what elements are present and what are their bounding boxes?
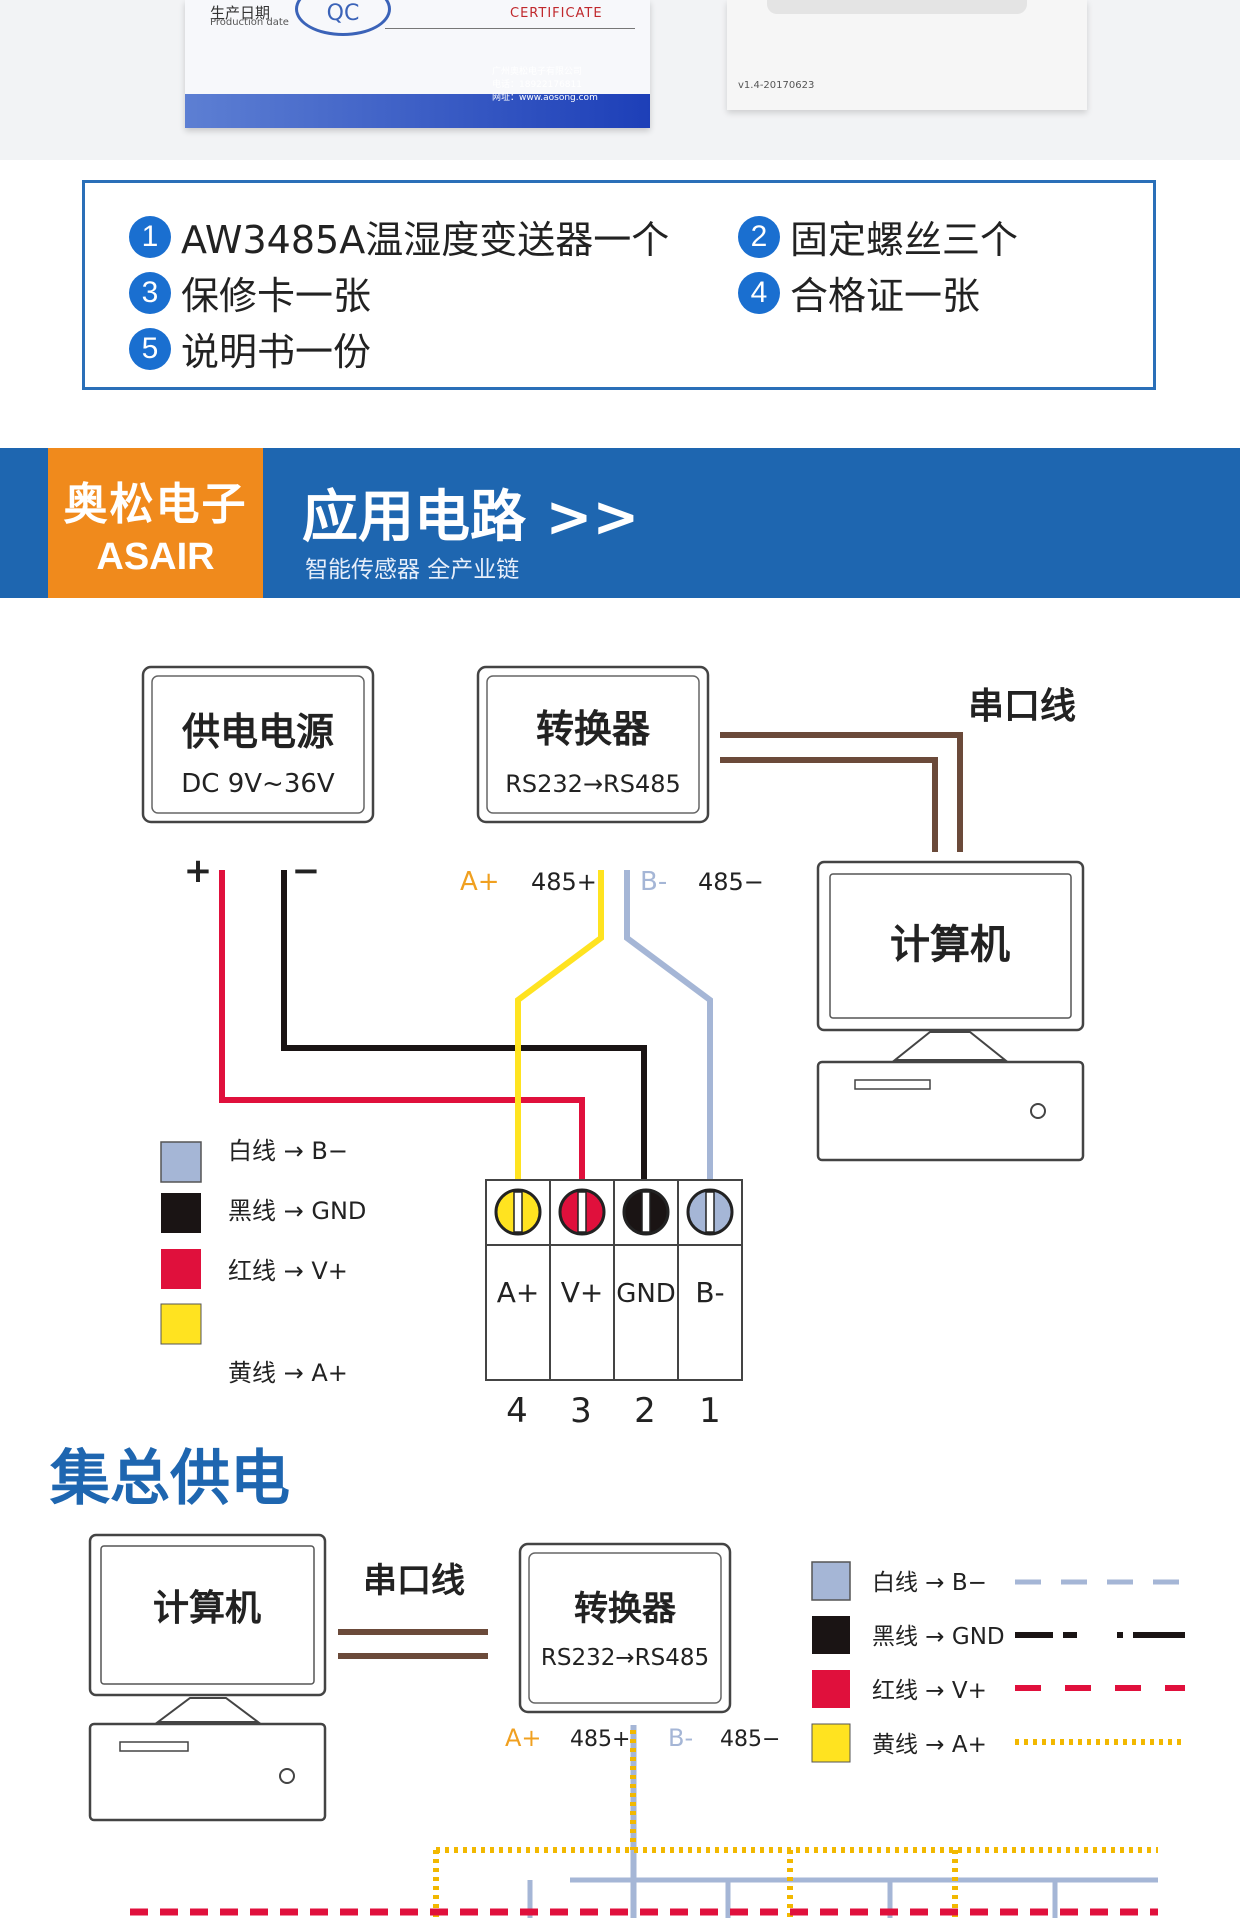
converter-box: 转换器 RS232→RS485 — [518, 1542, 732, 1714]
packing-item-1: 1 AW3485A温湿度变送器一个 — [129, 209, 669, 264]
legend-text: 黄线 → A+ — [872, 1732, 987, 1758]
legend-text: 白线 → B− — [228, 1137, 348, 1165]
b-minus-label: B- — [640, 867, 667, 897]
number-badge: 3 — [129, 271, 171, 314]
b-minus-label: B- — [668, 1724, 693, 1752]
power-supply-title: 供电电源 — [182, 710, 334, 754]
number-badge: 5 — [129, 327, 171, 370]
terminal-number: 4 — [506, 1391, 528, 1430]
manual-booklet: v1.4-20170623 — [727, 0, 1087, 110]
converter-box: 转换器 RS232→RS485 — [476, 665, 710, 824]
packing-item-4: 4 合格证一张 — [738, 265, 980, 320]
terminal-label: B- — [695, 1276, 724, 1309]
terminal-screw-a — [494, 1188, 542, 1236]
packing-list: 1 AW3485A温湿度变送器一个 2 固定螺丝三个 3 保修卡一张 4 合格证… — [82, 180, 1156, 390]
computer: 计算机 — [816, 860, 1085, 1162]
serial-cable-label: 串口线 — [968, 686, 1076, 727]
certificate-label: CERTIFICATE — [510, 6, 603, 21]
legend-swatch-red — [812, 1670, 850, 1708]
brand-name-cn: 奥松电子 — [63, 478, 248, 530]
legend-text: 黑线 → GND — [228, 1197, 366, 1225]
qc-stamp: QC — [295, 0, 391, 36]
port-485-minus-label: 485− — [720, 1727, 780, 1752]
legend-swatch-yellow — [811, 1723, 851, 1763]
a-plus-label: A+ — [505, 1724, 542, 1752]
company-name: 广州奥松电子有限公司 — [492, 67, 583, 77]
date-line — [385, 28, 635, 29]
minus-label: − — [292, 851, 321, 891]
company-phone: 电话：18922176811 — [492, 80, 582, 90]
serial-cable — [338, 1629, 488, 1659]
legend-text: 红线 → V+ — [228, 1257, 348, 1285]
packing-item-3: 3 保修卡一张 — [129, 265, 371, 320]
power-supply-spec: DC 9V~36V — [181, 769, 335, 799]
card-stripe: 广州奥松电子有限公司 电话：18922176811 网址：www.aosong.… — [185, 67, 650, 128]
terminal-number: 1 — [699, 1391, 721, 1430]
wires — [219, 870, 713, 1180]
booklet-shade — [767, 0, 1027, 14]
wire-legend: 白线 → B− 黑线 → GND 红线 → V+ 黄线 → A+ — [160, 1137, 366, 1387]
version-label: v1.4-20170623 — [738, 80, 815, 91]
port-485-minus-label: 485− — [698, 868, 764, 896]
legend-text: 黄线 → A+ — [228, 1359, 348, 1387]
a-plus-label: A+ — [460, 867, 500, 897]
packing-item-text: 固定螺丝三个 — [790, 218, 1019, 262]
packing-item-5: 5 说明书一份 — [129, 321, 371, 376]
legend-text: 红线 → V+ — [872, 1678, 987, 1704]
converter-spec: RS232→RS485 — [505, 770, 681, 798]
computer-label: 计算机 — [890, 922, 1010, 968]
legend-swatch-black — [161, 1193, 201, 1233]
company-info: 广州奥松电子有限公司 电话：18922176811 网址：www.aosong.… — [492, 66, 632, 105]
terminal-block: A+ V+ GND B- — [485, 1179, 743, 1381]
number-badge: 2 — [738, 215, 780, 258]
warranty-card: 生产日期 Production date QC CERTIFICATE 广州奥松… — [185, 0, 650, 128]
plus-label: + — [184, 851, 213, 891]
converter-title: 转换器 — [574, 1589, 677, 1629]
section-title-centralized-power: 集总供电 — [50, 1444, 290, 1514]
wire-legend: 白线 → B− 黑线 → GND 红线 → V+ 黄线 → A+ — [811, 1561, 1185, 1763]
packing-item-text: 合格证一张 — [790, 274, 981, 318]
banner-subtitle: 智能传感器 全产业链 — [305, 557, 520, 583]
power-supply-box: 供电电源 DC 9V~36V — [141, 665, 375, 824]
terminal-label: GND — [616, 1279, 676, 1309]
wiring-diagram: 供电电源 DC 9V~36V + − 转换器 RS232→RS485 A+ 48… — [141, 665, 1085, 1430]
number-badge: 4 — [738, 271, 780, 314]
terminal-label: V+ — [561, 1276, 604, 1309]
legend-swatch-white — [811, 1561, 851, 1601]
terminal-screw-gnd — [622, 1188, 670, 1236]
legend-text: 白线 → B− — [872, 1570, 987, 1596]
legend-swatch-yellow — [160, 1303, 202, 1345]
computer: 计算机 — [88, 1533, 327, 1822]
legend-swatch-white — [160, 1141, 202, 1183]
brand-name-en: ASAIR — [96, 535, 215, 578]
product-photo: 生产日期 Production date QC CERTIFICATE 广州奥松… — [0, 0, 1240, 160]
legend-swatch-black — [812, 1616, 850, 1654]
banner-title: 应用电路 >> — [302, 485, 640, 550]
company-website: 网址：www.aosong.com — [492, 93, 598, 103]
packing-item-2: 2 固定螺丝三个 — [738, 209, 1018, 264]
port-485-plus-label: 485+ — [570, 1727, 630, 1752]
terminal-screw-b — [686, 1188, 734, 1236]
production-date-en: Production date — [210, 17, 289, 28]
brand-logo: 奥松电子 ASAIR — [48, 448, 263, 598]
packing-item-text: 说明书一份 — [181, 330, 372, 374]
production-date-label: 生产日期 — [210, 4, 271, 22]
legend-text: 黑线 → GND — [872, 1624, 1005, 1650]
terminal-number: 3 — [570, 1391, 592, 1430]
centralized-wiring-diagram: 计算机 串口线 转换器 RS232→RS485 A+ 485+ B- 485− — [88, 1533, 1185, 1918]
packing-item-text: AW3485A温湿度变送器一个 — [181, 218, 670, 262]
number-badge: 1 — [129, 215, 171, 258]
converter-spec: RS232→RS485 — [541, 1645, 709, 1671]
terminal-label: A+ — [497, 1276, 540, 1309]
converter-title: 转换器 — [536, 707, 651, 751]
a-plus-bus — [433, 1730, 1158, 1918]
port-485-plus-label: 485+ — [531, 868, 597, 896]
packing-item-text: 保修卡一张 — [181, 274, 372, 318]
serial-cable-label: 串口线 — [363, 1561, 465, 1601]
serial-cable — [720, 732, 963, 852]
legend-swatch-red — [161, 1249, 201, 1289]
terminal-number: 2 — [634, 1391, 656, 1430]
terminal-screw-v — [558, 1188, 606, 1236]
computer-label: 计算机 — [153, 1588, 261, 1629]
